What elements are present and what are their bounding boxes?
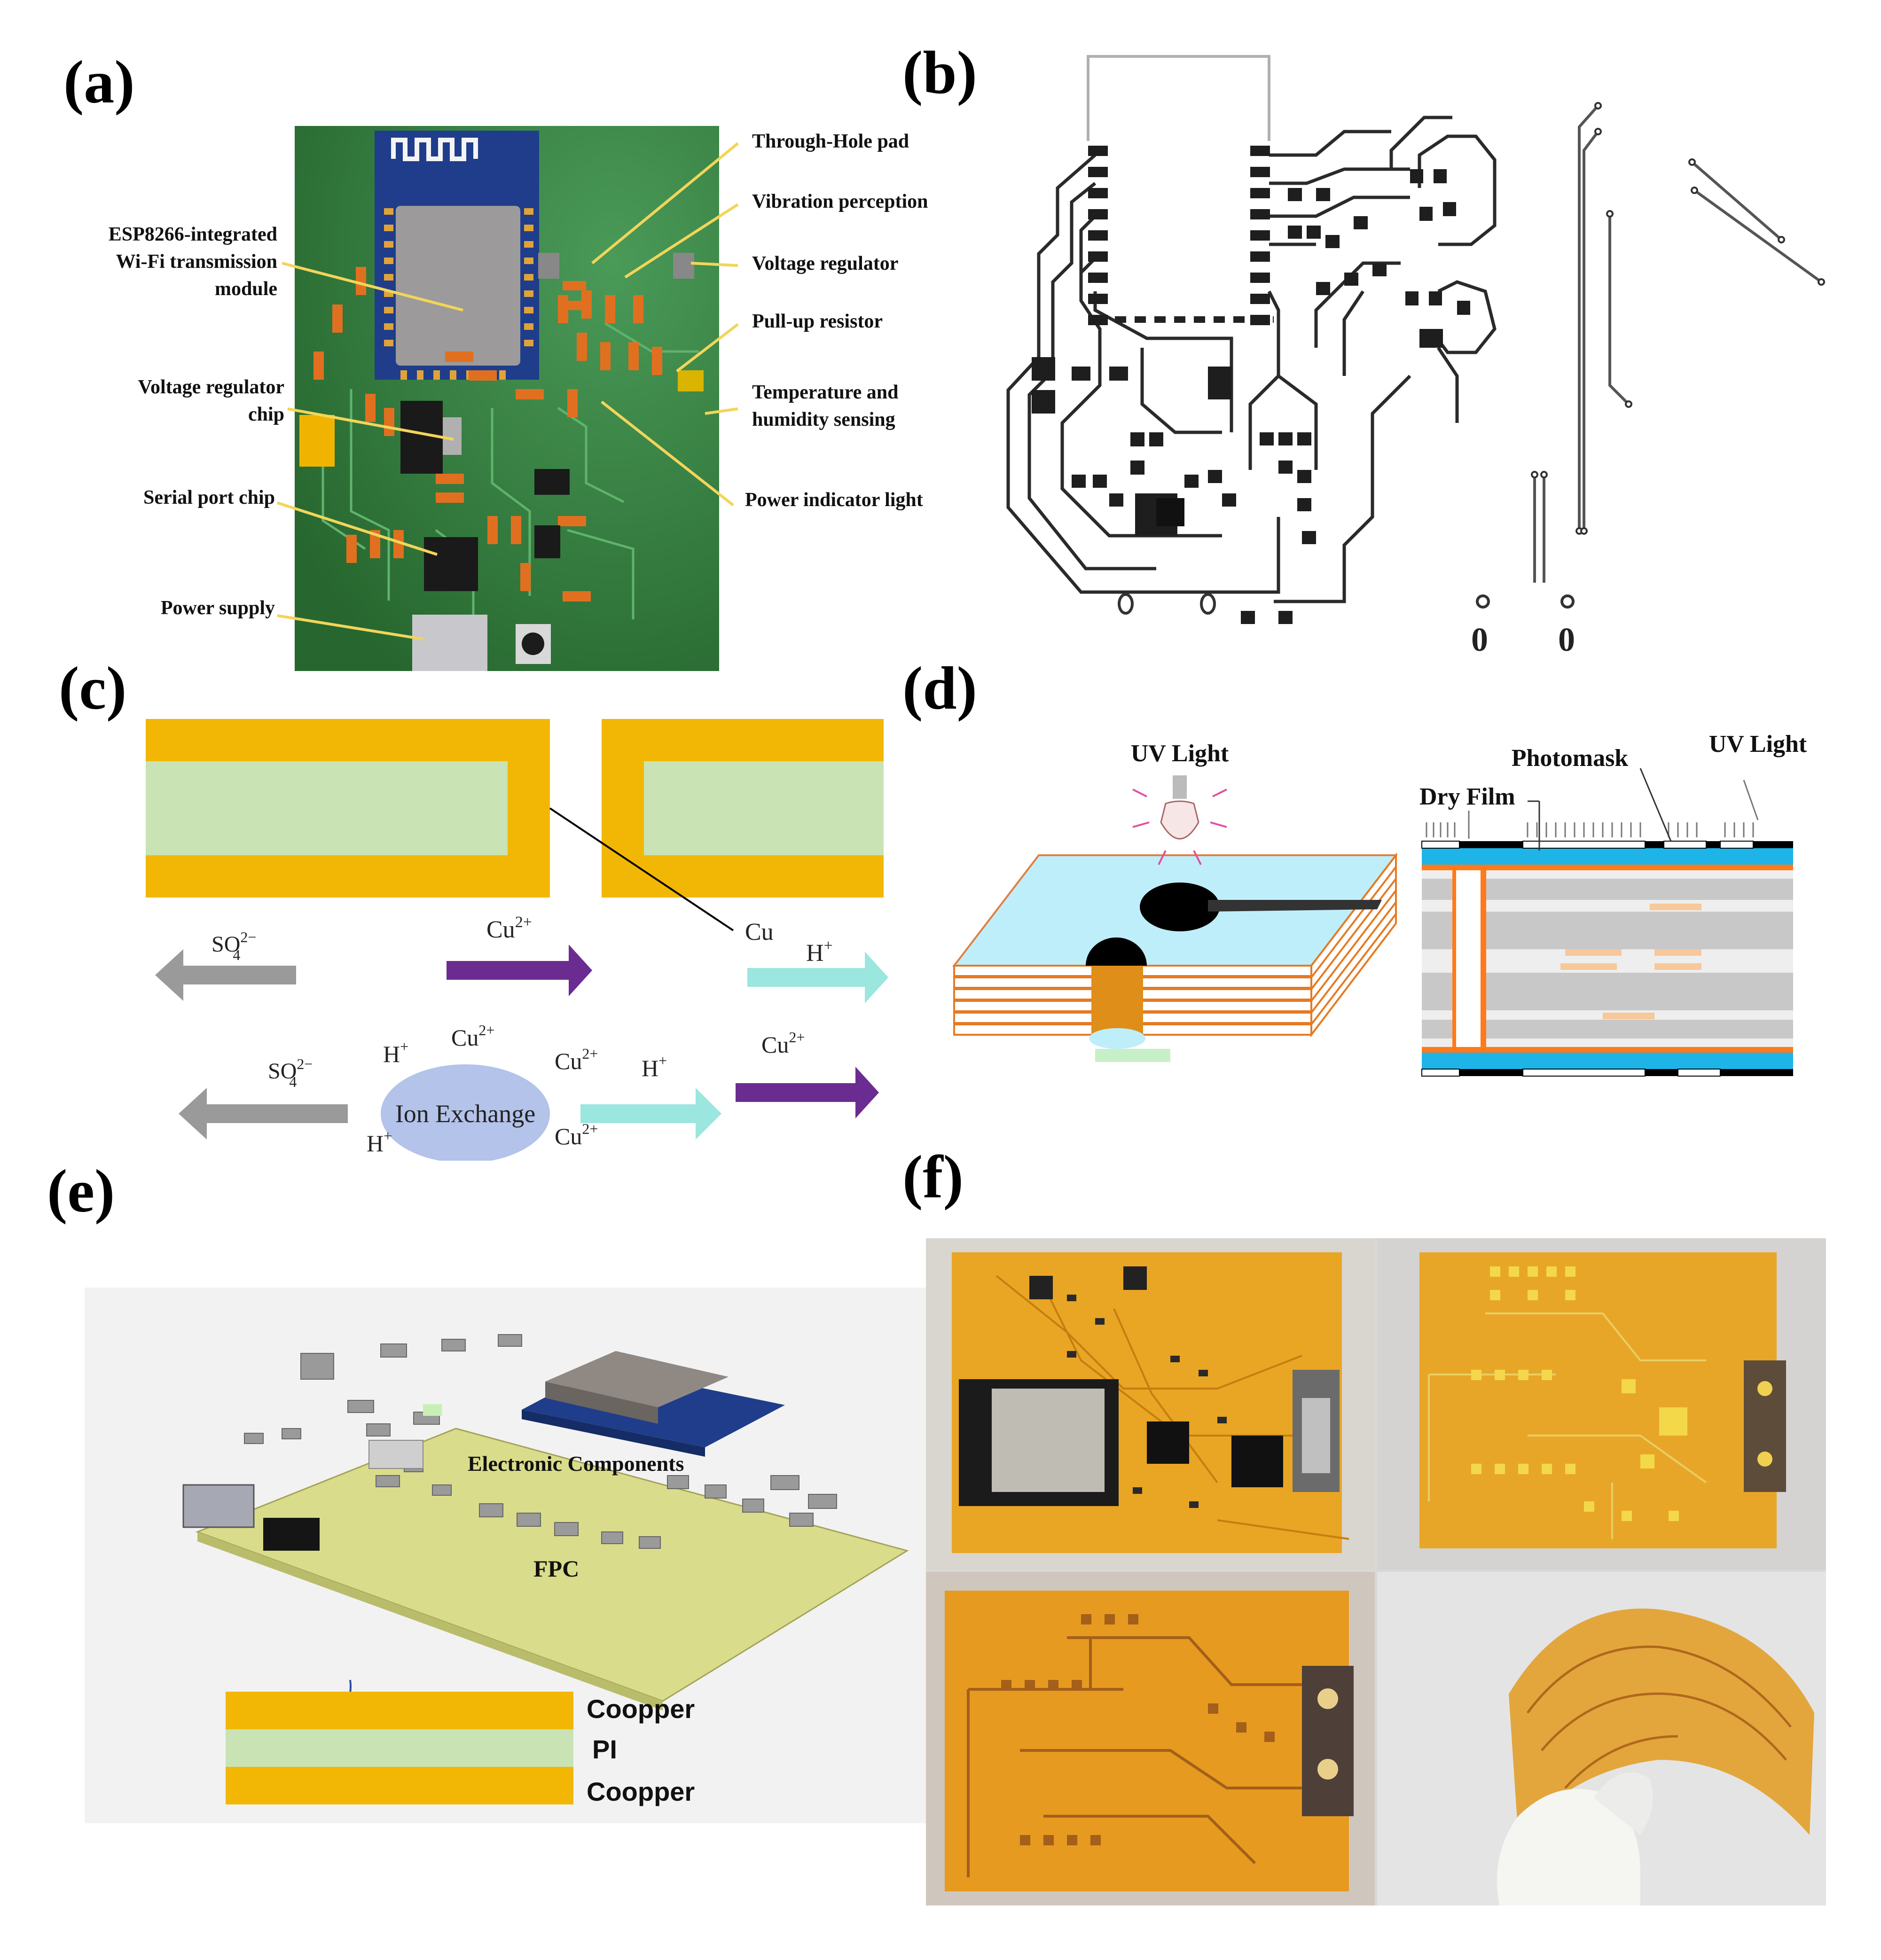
cu2-lower-right-label: Cu2+ [555, 1120, 598, 1149]
h-lower-left-label: H+ [367, 1127, 392, 1156]
annotation-voltage-regulator: Voltage regulator [752, 253, 899, 274]
layer-stack [226, 1692, 573, 1804]
photomask-label: Photomask [1512, 745, 1629, 772]
serial-chip-render [424, 537, 478, 591]
photolithography-diagram: UV Light UV Light Photomask Dry Film [952, 731, 1807, 1077]
ion-exchange-label: Ion Exchange [395, 1100, 535, 1128]
photo-bare-front [1377, 1238, 1826, 1570]
circuit-layout: 0 0 [1006, 55, 1825, 658]
uv-light-left-label: UV Light [1131, 740, 1229, 767]
components-label: Electronic Components [468, 1452, 684, 1476]
annotation-power-supply: Power supply [160, 597, 275, 619]
esp-shield [396, 206, 520, 366]
h-middle-label: H+ [642, 1052, 667, 1081]
panel-label-c: (c) [59, 655, 127, 722]
panel-a-leaders [277, 142, 739, 640]
h-upper-left-label: H+ [383, 1038, 408, 1067]
photo-grid [926, 1238, 1826, 1905]
dry-film-label: Dry Film [1419, 783, 1515, 810]
annotation-regulator-chip: Voltage regulator chip [138, 376, 284, 425]
so4-top-label: SO2−4 [212, 929, 256, 963]
pad-label-left: 0 [1471, 621, 1488, 658]
cu2-far-right-label: Cu2+ [761, 1029, 805, 1058]
tantalum-cap [299, 415, 335, 467]
annotation-vibration: Vibration perception [752, 191, 928, 212]
pad-label-right: 0 [1558, 621, 1575, 658]
annotation-pull-up: Pull-up resistor [752, 311, 883, 332]
layer-label-copper-top: Coopper [587, 1694, 695, 1724]
electroplating-diagram: Cu SO2−4 Cu2+ H+ Ion Exchange SO2−4 H+ C… [146, 719, 888, 1161]
usb-connector-render [412, 615, 487, 671]
panel-label-b: (b) [902, 39, 977, 107]
photo-bare-back [926, 1572, 1375, 1905]
layer-copper-bottom [226, 1767, 573, 1804]
uv-light-right-label: UV Light [1709, 731, 1807, 757]
annotation-power-indicator: Power indicator light [745, 489, 923, 511]
panel-label-f: (f) [902, 1143, 964, 1211]
photo-assembled-front [926, 1238, 1375, 1570]
layer-label-copper-bottom: Coopper [587, 1777, 695, 1806]
layer-copper-top [226, 1692, 573, 1729]
cu2-top-label: Cu2+ [486, 914, 532, 943]
photo-flexed [1377, 1572, 1826, 1905]
cu2-upper-center-label: Cu2+ [451, 1022, 494, 1051]
h-top-label: H+ [806, 937, 833, 967]
so4-bottom-label: SO2−4 [268, 1055, 313, 1090]
layer-pi [226, 1729, 573, 1767]
cu2-upper-right-label: Cu2+ [555, 1045, 598, 1074]
annotation-through-hole-pad: Through-Hole pad [752, 131, 909, 152]
annotation-serial-chip: Serial port chip [143, 487, 275, 508]
annotation-temp-humidity: Temperature and humidity sensing [752, 382, 899, 430]
cu-label: Cu [745, 919, 774, 945]
panel-label-e: (e) [47, 1157, 115, 1225]
layer-label-pi: PI [592, 1734, 617, 1764]
annotation-esp-module: ESP8266-integrated Wi-Fi transmission mo… [108, 224, 277, 300]
panel-label-a: (a) [63, 48, 135, 116]
panel-label-d: (d) [902, 655, 977, 722]
fpc-label: FPC [533, 1555, 579, 1582]
